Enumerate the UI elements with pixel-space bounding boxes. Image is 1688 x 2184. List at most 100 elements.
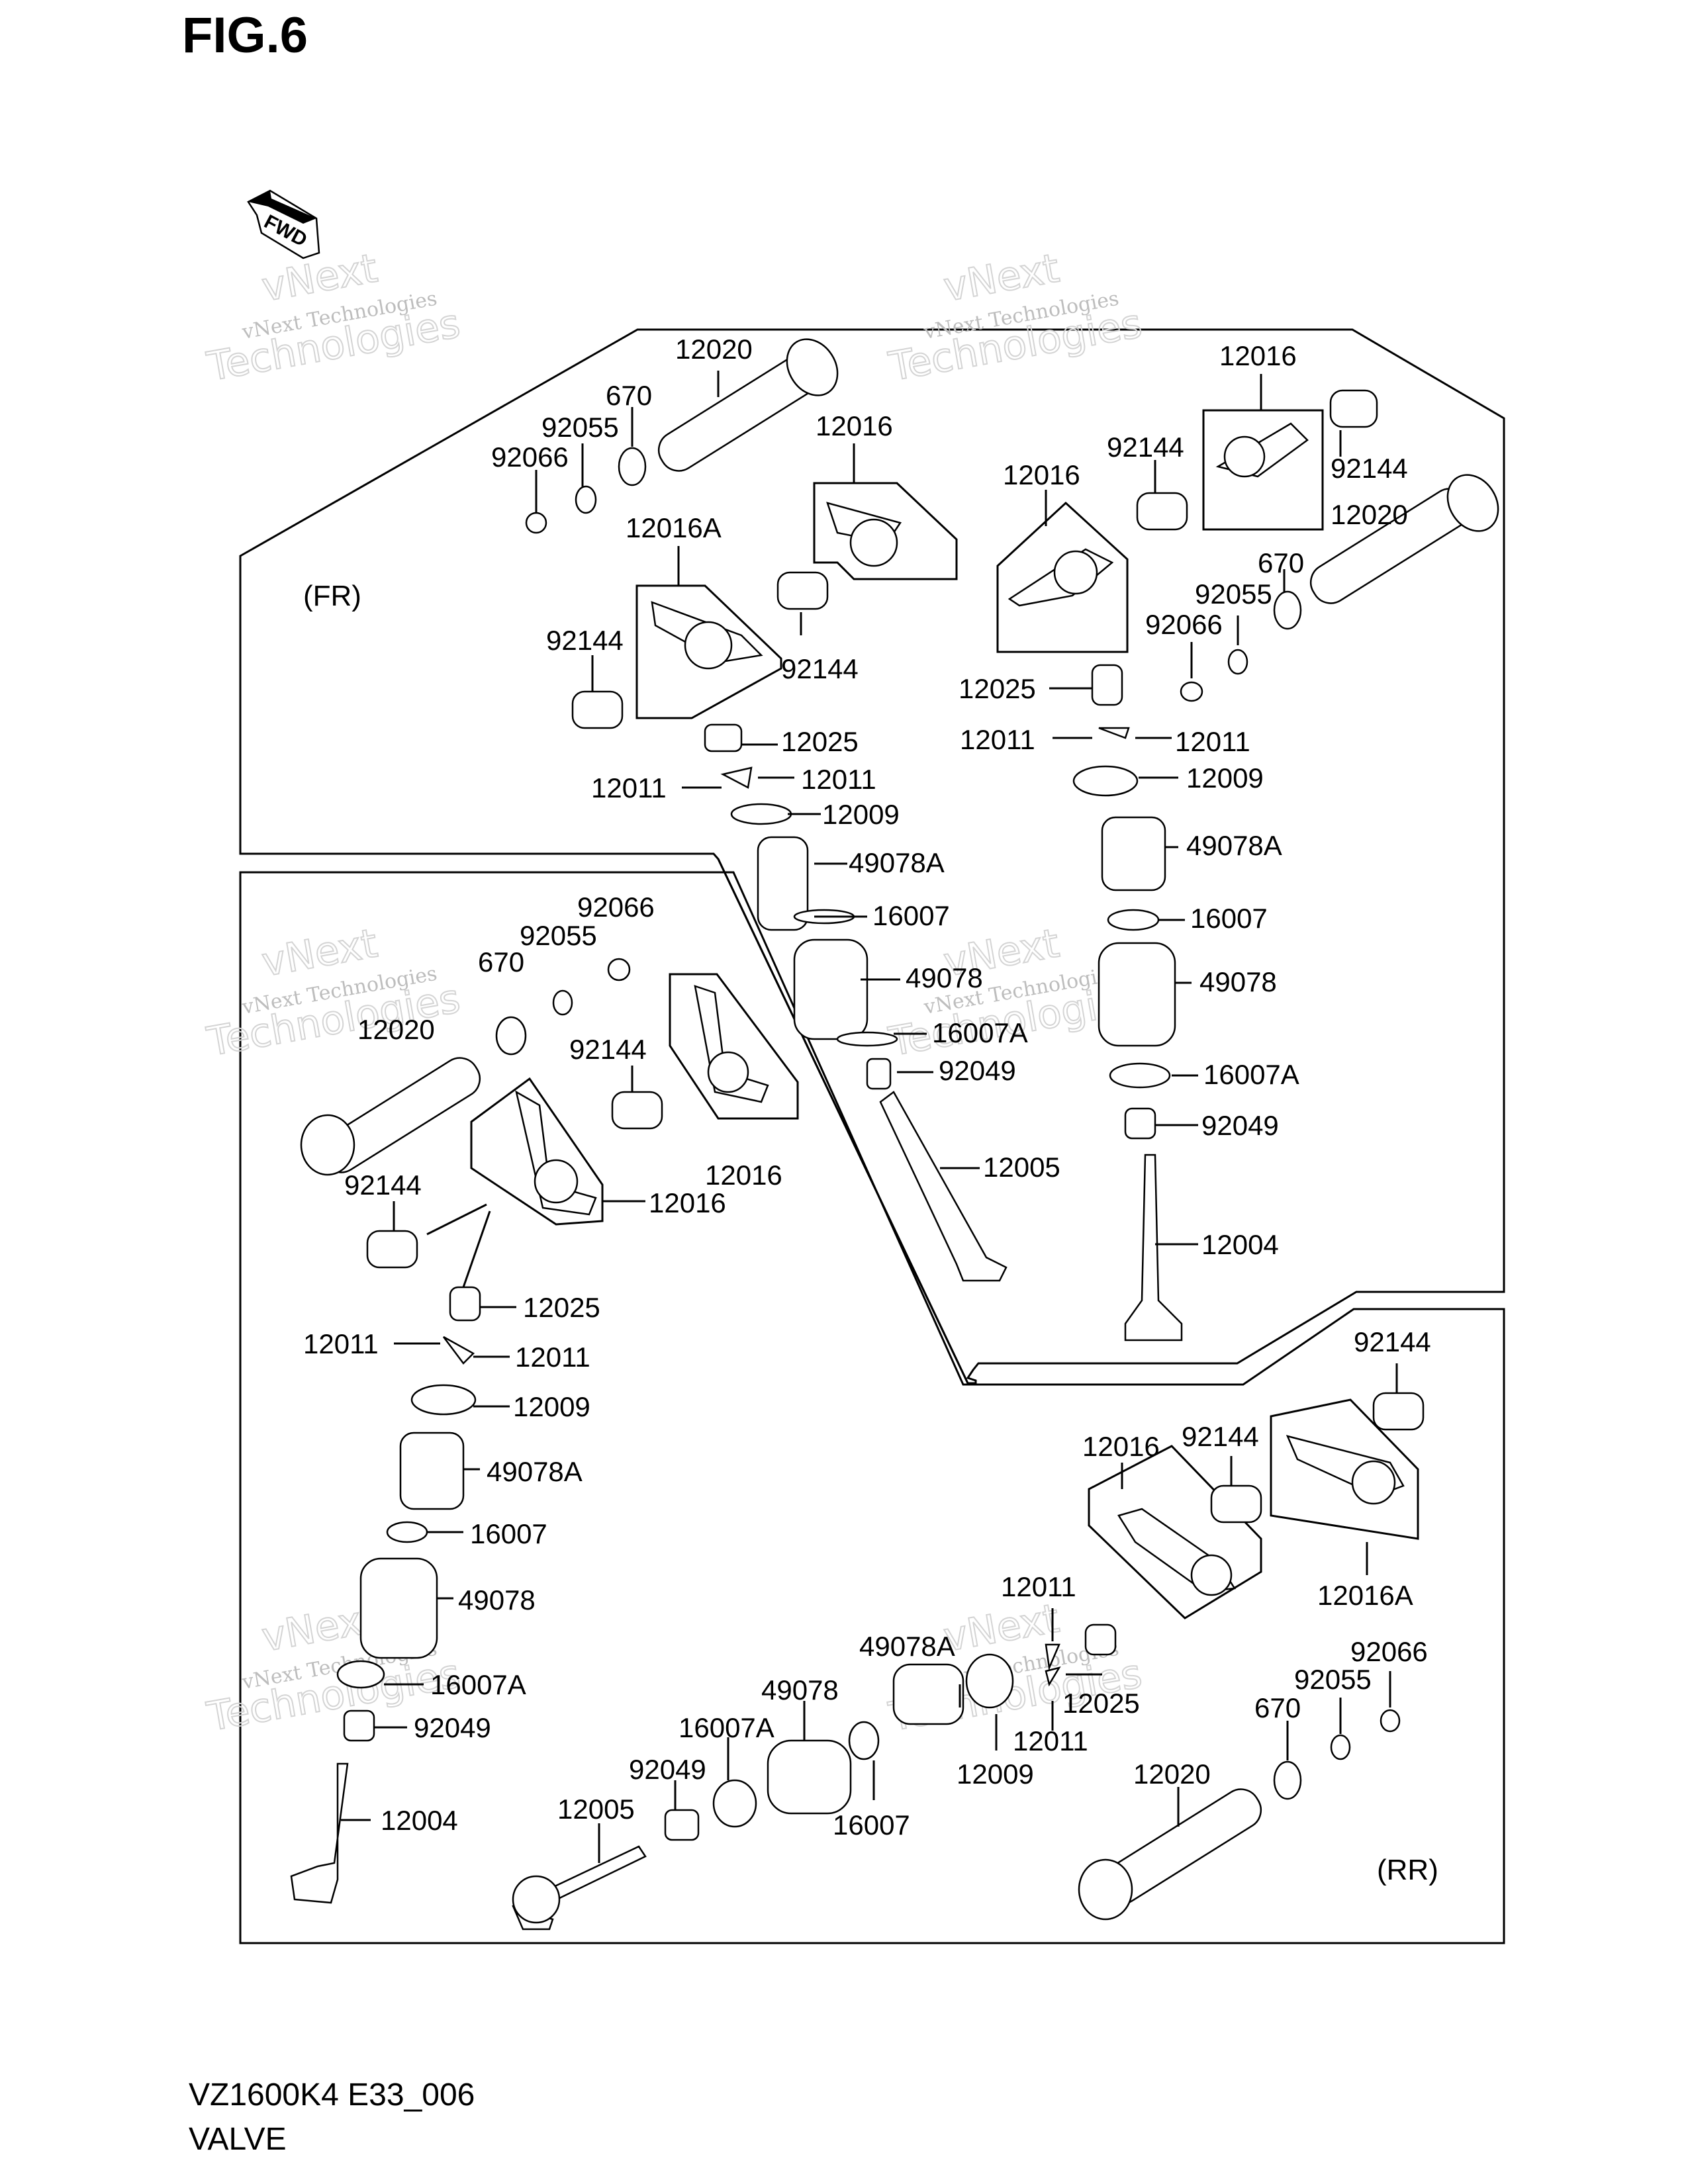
part-label-670: 670 [478,946,524,978]
valve-spring-stack [704,723,1008,1282]
part-label-670: 670 [1258,547,1304,578]
part-label-92066: 92066 [1350,1636,1428,1667]
part-label-12025: 12025 [1062,1688,1140,1719]
part-label-49078A: 49078A [487,1456,583,1487]
part-label-12011: 12011 [1001,1571,1076,1602]
figure-title: FIG.6 [182,7,308,64]
part-label-12009: 12009 [957,1758,1034,1790]
rear-section-label: (RR) [1377,1854,1438,1886]
footer-code: VZ1600K4 E33_006 [189,2077,475,2113]
valve-spring-stack [1072,664,1183,1342]
part-label-92055: 92055 [1195,578,1272,610]
part-label-12025: 12025 [523,1292,600,1323]
part-label-12011: 12011 [303,1328,379,1359]
part-label-12004: 12004 [381,1805,458,1836]
part-label-12016: 12016 [1219,340,1297,371]
part-label-49078: 49078 [906,962,983,993]
part-label-12016: 12016 [816,410,893,441]
part-label-12009: 12009 [822,799,900,830]
part-label-670: 670 [1254,1692,1301,1723]
rocker-arm-box [470,1077,604,1226]
part-label-12020: 12020 [675,334,753,365]
part-label-12025: 12025 [781,726,859,757]
rocker-shaft-icon [1078,1788,1262,1921]
part-label-92144: 92144 [569,1034,647,1065]
center-valve-frame [239,871,1505,1944]
part-labels: 12020 670 92055 92066 12016 12016A 92144… [303,334,1431,1841]
front-section-label: (FR) [303,580,361,612]
valve-spring-stack [290,1286,481,1904]
part-label-12016: 12016 [1082,1431,1160,1462]
part-label-92144: 92144 [781,653,859,684]
part-label-92144: 92144 [546,625,624,656]
part-label-49078: 49078 [761,1674,839,1706]
part-label-12011: 12011 [801,764,876,795]
rocker-shaft-icon [657,338,839,472]
part-label-12016: 12016 [1003,459,1080,490]
part-label-16007: 16007 [872,900,950,931]
rocker-arm-box [1202,409,1324,531]
part-label-12011: 12011 [960,724,1035,755]
part-label-12016A: 12016A [626,512,722,543]
rocker-shaft-icon [1309,474,1499,604]
front-cylinder-frame [239,328,1505,1385]
part-label-92066: 92066 [491,441,569,473]
part-label-92066: 92066 [1145,609,1223,640]
part-label-16007A: 16007A [932,1017,1028,1048]
part-label-12009: 12009 [1186,762,1264,794]
part-label-49078A: 49078A [849,847,945,878]
part-label-92049: 92049 [939,1055,1016,1086]
part-label-92049: 92049 [414,1712,491,1743]
part-label-49078: 49078 [1199,966,1277,997]
valve-spring-stack [512,1623,1117,1931]
rocker-arm-box [813,482,958,580]
leader-lines [341,371,1398,1863]
rocker-shaft-icon [300,1057,481,1176]
o-ring-icon [495,447,1401,1800]
part-label-670: 670 [606,380,652,411]
part-label-12011: 12011 [515,1342,590,1373]
part-label-16007A: 16007A [679,1712,774,1743]
part-label-12011: 12011 [1013,1725,1088,1756]
part-label-92049: 92049 [1201,1110,1279,1141]
part-label-12004: 12004 [1201,1229,1279,1260]
part-label-12025: 12025 [959,673,1036,704]
part-label-16007: 16007 [470,1518,547,1549]
rocker-arm-box [1088,1445,1262,1619]
part-label-12005: 12005 [557,1794,635,1825]
part-label-12011: 12011 [591,772,667,803]
part-label-92144: 92144 [1354,1326,1431,1357]
part-label-92055: 92055 [1294,1664,1372,1695]
rocker-arm-box [996,501,1129,653]
part-label-92144: 92144 [344,1169,422,1201]
part-label-16007A: 16007A [1203,1059,1299,1090]
part-label-92144: 92144 [1182,1421,1259,1452]
part-label-12016: 12016 [705,1160,782,1191]
part-label-92055: 92055 [520,920,597,951]
part-label-12016: 12016 [649,1187,726,1218]
part-label-16007: 16007 [1190,903,1268,934]
part-label-12020: 12020 [1331,499,1408,530]
part-label-92055: 92055 [541,412,619,443]
part-label-92066: 92066 [577,891,655,923]
part-label-16007: 16007 [833,1809,910,1841]
part-label-49078A: 49078A [859,1631,955,1662]
spring-icon [366,389,1425,1524]
part-label-12005: 12005 [983,1152,1060,1183]
watermark-group: vNext Technologies Technologies vNext vN… [203,244,1146,1741]
part-label-12016A: 12016A [1317,1580,1413,1611]
part-label-12011: 12011 [1175,726,1250,757]
footer-name: VALVE [189,2122,287,2157]
part-label-92049: 92049 [629,1754,706,1785]
part-label-12020: 12020 [1133,1758,1211,1790]
rocker-arm-box [635,584,782,719]
rocker-arm-box [1270,1398,1419,1540]
part-label-92144: 92144 [1107,432,1184,463]
part-label-12020: 12020 [357,1014,435,1045]
rocker-arm-box [669,973,799,1120]
part-label-49078: 49078 [458,1584,536,1615]
part-label-12009: 12009 [513,1391,590,1422]
part-label-92144: 92144 [1331,453,1408,484]
